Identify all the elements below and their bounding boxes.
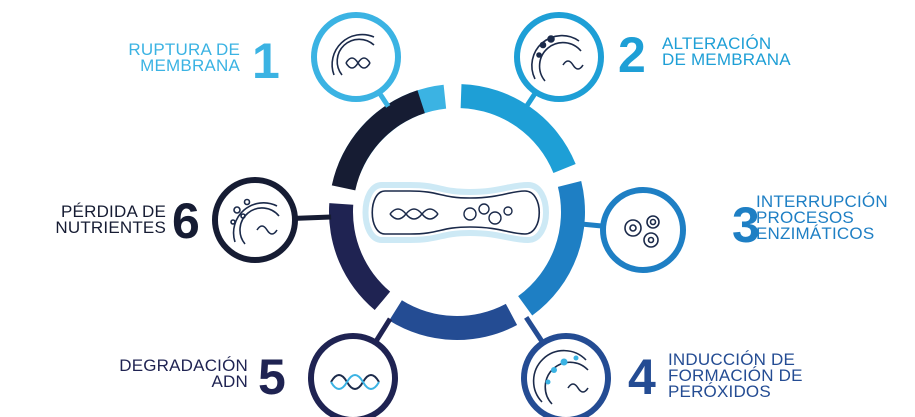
connector-5 — [375, 319, 390, 343]
step-5-number: 5 — [258, 352, 286, 402]
step-6-circle — [215, 180, 295, 260]
step-2-number: 2 — [618, 30, 646, 80]
ring-segment-5 — [329, 203, 390, 310]
step-2-circle — [517, 15, 601, 99]
connector-6 — [295, 217, 331, 218]
step-4-circle — [524, 336, 608, 417]
step-4-number: 4 — [628, 352, 656, 402]
bacterium-cell-icon — [366, 185, 547, 240]
connector-3 — [582, 224, 603, 226]
step-1-number: 1 — [252, 36, 280, 86]
step-6-number: 6 — [172, 196, 200, 246]
connector-4 — [526, 317, 543, 343]
step-3-circle — [603, 190, 683, 270]
ring-segment-3 — [518, 181, 585, 316]
ring-segment-6 — [332, 90, 425, 190]
ring-segment-4 — [389, 300, 517, 340]
step-1-circle — [314, 15, 398, 99]
